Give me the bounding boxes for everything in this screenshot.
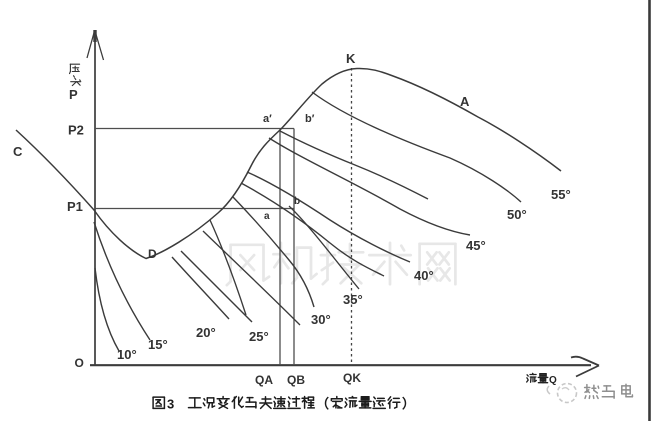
svg-text:b′: b′ — [305, 113, 315, 125]
svg-text:40°: 40° — [414, 268, 434, 283]
svg-text:20°: 20° — [196, 325, 216, 340]
svg-text:30°: 30° — [311, 312, 331, 327]
svg-text:）: ） — [402, 396, 415, 411]
svg-text:b: b — [294, 196, 300, 207]
svg-text:C: C — [13, 144, 23, 159]
svg-text:50°: 50° — [507, 207, 527, 222]
svg-text:QB: QB — [287, 373, 305, 387]
svg-text:P1: P1 — [67, 199, 83, 214]
svg-text:55°: 55° — [551, 187, 571, 202]
svg-text:10°: 10° — [117, 347, 137, 362]
svg-text:a: a — [264, 211, 270, 222]
svg-text:D: D — [148, 247, 157, 261]
svg-text:15°: 15° — [148, 337, 168, 352]
svg-text:45°: 45° — [466, 238, 486, 253]
svg-text:P: P — [69, 87, 78, 102]
svg-text:35°: 35° — [343, 292, 363, 307]
svg-text:a′: a′ — [263, 113, 272, 125]
svg-text:25°: 25° — [249, 329, 269, 344]
svg-text:3: 3 — [167, 397, 174, 412]
svg-text:P2: P2 — [68, 123, 84, 138]
svg-text:QK: QK — [343, 371, 361, 385]
svg-text:O: O — [75, 356, 84, 370]
svg-text:QA: QA — [255, 373, 273, 387]
svg-text:Q: Q — [549, 375, 557, 386]
svg-text:K: K — [346, 51, 356, 66]
svg-text:A: A — [460, 94, 470, 109]
svg-text:（: （ — [316, 396, 329, 411]
